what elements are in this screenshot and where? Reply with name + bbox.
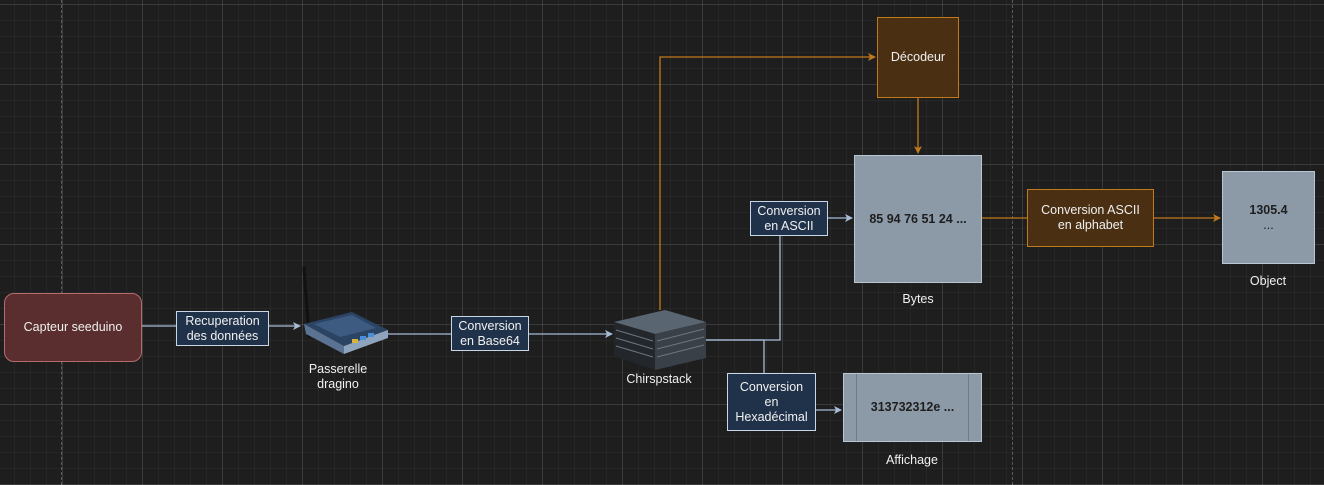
- affichage-value: 313732312e ...: [870, 400, 955, 414]
- conversion-hex-label-box[interactable]: Conversion en Hexadécimal: [727, 373, 816, 431]
- conversion-alphabet-box[interactable]: Conversion ASCII en alphabet: [1027, 189, 1154, 247]
- router-icon[interactable]: [290, 264, 390, 356]
- object-node[interactable]: 1305.4 ...: [1222, 171, 1315, 264]
- recuperation-label-box[interactable]: Recuperation des données: [176, 311, 269, 346]
- conversion-base64-label-box[interactable]: Conversion en Base64: [451, 316, 529, 351]
- object-value: 1305.4: [1249, 202, 1288, 217]
- conversion-ascii-label-box[interactable]: Conversion en ASCII: [750, 201, 828, 236]
- wire-chirpstack-bytes: [706, 214, 853, 341]
- capteur-label: Capteur seeduino: [23, 320, 123, 334]
- recuperation-label: Recuperation des données: [185, 313, 260, 343]
- decodeur-label: Décodeur: [890, 50, 946, 64]
- object-more: ...: [1263, 217, 1274, 232]
- decodeur-node[interactable]: Décodeur: [877, 17, 959, 98]
- affichage-node[interactable]: 313732312e ...: [843, 373, 982, 442]
- bytes-caption: Bytes: [902, 292, 934, 306]
- passerelle-caption: Passerelle dragino: [308, 362, 368, 391]
- affichage-caption: Affichage: [886, 453, 938, 467]
- object-caption: Object: [1249, 274, 1287, 288]
- wire-chirpstack-decodeur: [659, 53, 876, 310]
- conversion-base64-label: Conversion en Base64: [458, 318, 522, 348]
- conversion-ascii-label: Conversion en ASCII: [757, 203, 821, 233]
- capteur-seeduino-node[interactable]: Capteur seeduino: [4, 293, 142, 362]
- conversion-alphabet-label: Conversion ASCII en alphabet: [1041, 203, 1140, 232]
- bytes-value: 85 94 76 51 24 ...: [869, 211, 967, 226]
- conversion-hex-label: Conversion en Hexadécimal: [735, 379, 808, 424]
- page-guide-left: [61, 0, 62, 485]
- page-guide-right: [1012, 0, 1013, 485]
- server-icon[interactable]: [613, 308, 707, 372]
- bytes-node[interactable]: 85 94 76 51 24 ...: [854, 155, 982, 283]
- chirpstack-caption: Chirspstack: [626, 372, 692, 386]
